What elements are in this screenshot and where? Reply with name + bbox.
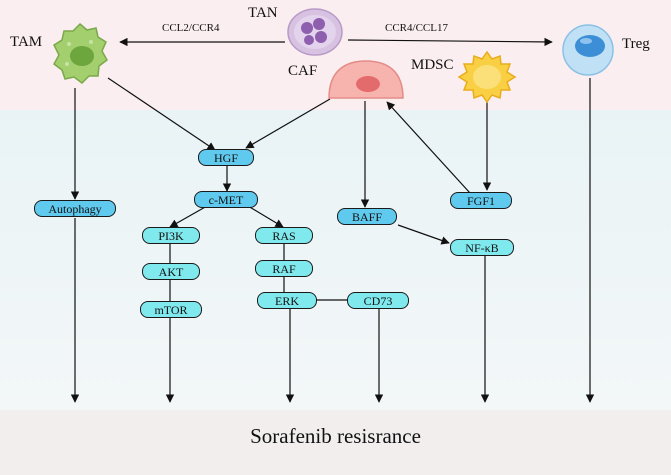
tam-cell-icon [53, 22, 108, 84]
ccr4-ccl17-label: CCR4/CCL17 [385, 22, 448, 34]
autophagy-node: Autophagy [34, 200, 116, 217]
arrow-cmet-to-pi3k [169, 205, 208, 228]
raf-node: RAF [255, 260, 313, 277]
tam-label: TAM [10, 34, 43, 50]
mdsc-label: MDSC [411, 57, 454, 73]
caf-cell-icon [328, 60, 404, 99]
pi3k-node: PI3K [142, 227, 200, 244]
hgf-node: HGF [198, 149, 254, 166]
caf-label: CAF [288, 63, 318, 79]
arrow-caf-to-hgf [245, 98, 331, 149]
baff-node: BAFF [337, 208, 397, 225]
nfkb-node: NF-κB [450, 239, 514, 256]
outcome-label: Sorafenib resisrance [250, 424, 421, 448]
treg-cell-icon [562, 24, 614, 76]
middle-background-band [0, 110, 671, 410]
tan-cell-icon [287, 8, 343, 56]
arrow-fgf1-to-caf [386, 101, 471, 194]
cd73-node: CD73 [347, 292, 409, 309]
cmet-node: c-MET [194, 191, 258, 208]
erk-node: ERK [257, 292, 317, 309]
treg-label: Treg [622, 36, 650, 52]
bottom-background-band [0, 410, 671, 475]
ras-node: RAS [255, 227, 313, 244]
akt-node: AKT [142, 263, 200, 280]
arrow-cmet-to-ras [247, 205, 284, 228]
arrow-tam-to-hgf [107, 77, 216, 151]
tan-label: TAN [248, 5, 278, 21]
mdsc-cell-icon [457, 50, 517, 104]
fgf1-node: FGF1 [450, 192, 512, 209]
arrow-baff-to-nfkb [397, 224, 450, 245]
mtor-node: mTOR [140, 301, 202, 318]
arrow-tan-to-treg [347, 37, 553, 47]
ccl2-ccr4-label: CCL2/CCR4 [162, 22, 220, 34]
